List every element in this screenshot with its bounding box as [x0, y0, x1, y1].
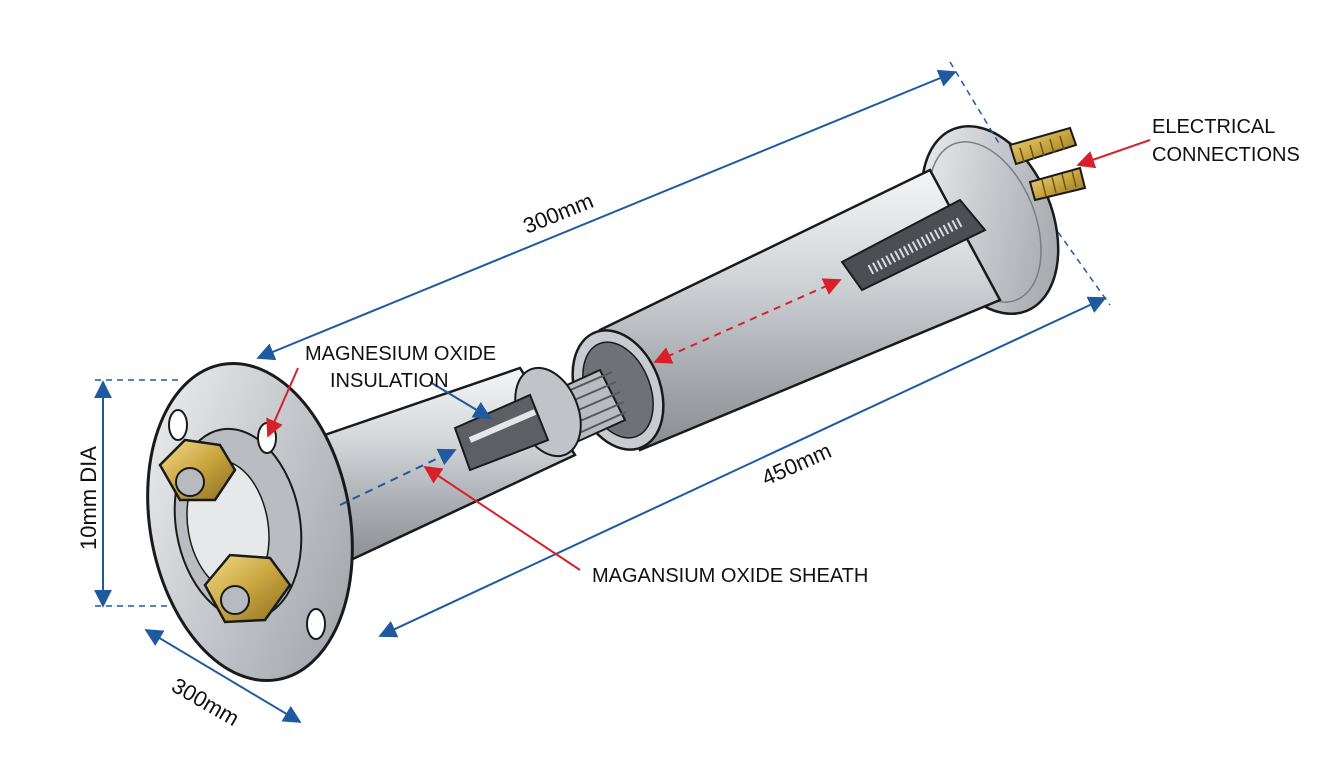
bolt-hole [306, 608, 326, 640]
terminal-nut [203, 553, 292, 624]
dimension-lines [94, 61, 1111, 723]
bottom-length-dimension: 450mm [758, 438, 835, 491]
electrical-label-line2: CONNECTIONS [1152, 144, 1300, 166]
electrical-studs [1008, 126, 1087, 202]
insulation-label-line1: MAGNESIUM OXIDE [305, 343, 496, 365]
sheath-label: MAGANSIUM OXIDE SHEATH [592, 565, 868, 587]
bolt-hole [168, 409, 188, 441]
diameter-dimension: 10mm DIA [76, 446, 101, 550]
insulation-label-line2: INSULATION [330, 370, 449, 392]
left-flange [146, 361, 354, 683]
bolt-hole [257, 422, 277, 454]
top-length-dimension: 300mm [520, 188, 597, 239]
terminal-nut [158, 438, 237, 502]
callout-leaders [266, 139, 1151, 571]
electrical-label-line1: ELECTRICAL [1152, 116, 1275, 138]
